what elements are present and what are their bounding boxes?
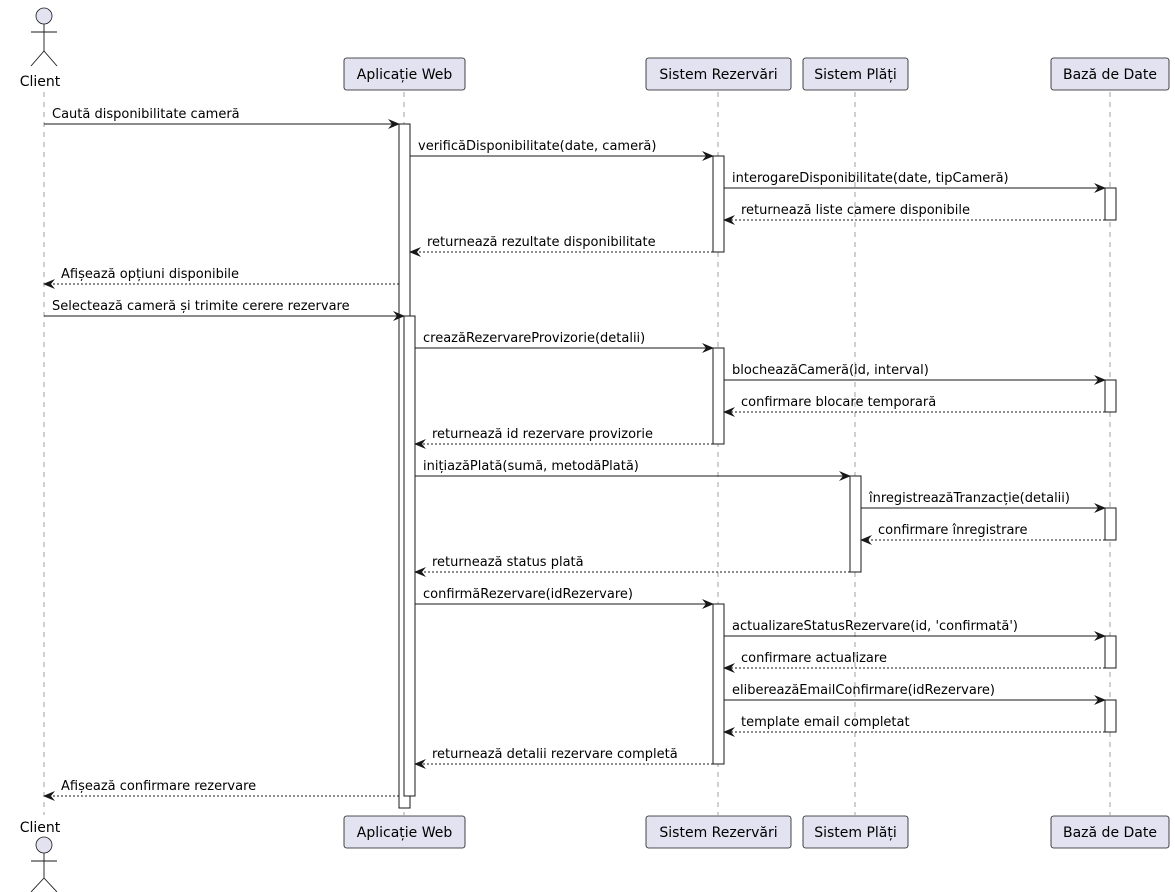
message-7: Selectează cameră și trimite cerere reze… (44, 299, 405, 321)
activation-db-5 (1104, 699, 1117, 733)
activation-rez-1 (712, 155, 725, 253)
message-13: înregistreazăTranzacție(detalii) (861, 491, 1106, 513)
message-label: elibereazăEmailConfirmare(idRezervare) (732, 683, 995, 698)
message-5: returnează rezultate disponibilitate (409, 235, 713, 257)
message-label: Afișează confirmare rezervare (61, 779, 256, 794)
message-14: confirmare înregistrare (860, 523, 1105, 545)
participant-db-top: Bază de Date (1050, 57, 1170, 91)
activation-rez-3 (712, 603, 725, 765)
message-label: returnează id rezervare provizorie (432, 427, 653, 442)
message-label: interogareDisponibilitate(date, tipCamer… (732, 171, 1009, 186)
message-label: returnează rezultate disponibilitate (427, 235, 656, 250)
participant-plati-bottom: Sistem Plăți (802, 815, 909, 849)
actor-label: Client (20, 820, 61, 836)
message-15: returnează status plată (414, 555, 850, 577)
actor-figure-icon (30, 836, 58, 892)
message-9: blocheazăCameră(id, interval) (724, 363, 1106, 385)
actor-figure-icon (30, 7, 58, 67)
message-1: Caută disponibilitate cameră (44, 107, 400, 129)
participant-label: Aplicație Web (357, 67, 453, 83)
message-label: actualizareStatusRezervare(id, 'confirma… (732, 619, 1018, 634)
message-label: inițiazăPlată(sumă, metodăPlată) (423, 459, 639, 474)
activation-db-1 (1104, 187, 1117, 221)
activation-web-inner (403, 315, 416, 797)
message-label: returnează liste camere disponibile (741, 203, 970, 218)
message-20: template email completat (723, 715, 1105, 737)
participant-label: Sistem Plăți (814, 825, 897, 841)
participant-rez-top: Sistem Rezervări (645, 57, 792, 91)
message-label: Caută disponibilitate cameră (52, 107, 240, 122)
actor-client-bottom: Client (20, 820, 61, 892)
participant-web-top: Aplicație Web (343, 57, 466, 91)
message-11: returnează id rezervare provizorie (414, 427, 713, 449)
message-label: template email completat (741, 715, 910, 730)
message-12: inițiazăPlată(sumă, metodăPlată) (415, 459, 851, 481)
message-6: Afișează opțiuni disponibile (43, 267, 399, 289)
activation-db-3 (1104, 507, 1117, 541)
messages: Caută disponibilitate cameră verificăDisp… (43, 107, 1106, 801)
participant-plati-top: Sistem Plăți (802, 57, 909, 91)
message-22: Afișează confirmare rezervare (43, 779, 399, 801)
message-label: confirmăRezervare(idRezervare) (423, 587, 633, 602)
message-10: confirmare blocare temporară (723, 395, 1105, 417)
participant-db-bottom: Bază de Date (1050, 815, 1170, 849)
activation-db-4 (1104, 635, 1117, 669)
message-label: Afișează opțiuni disponibile (61, 267, 239, 282)
participant-web-bottom: Aplicație Web (343, 815, 466, 849)
message-2: verificăDisponibilitate(date, cameră) (410, 139, 714, 161)
message-17: actualizareStatusRezervare(id, 'confirma… (724, 619, 1106, 641)
message-label: returnează detalii rezervare completă (432, 747, 678, 762)
participant-label: Bază de Date (1063, 825, 1157, 841)
message-label: Selectează cameră și trimite cerere reze… (52, 299, 350, 314)
message-4: returnează liste camere disponibile (723, 203, 1105, 225)
activation-bars (398, 123, 1117, 809)
message-label: confirmare actualizare (741, 651, 887, 666)
message-label: confirmare blocare temporară (741, 395, 936, 410)
message-18: confirmare actualizare (723, 651, 1105, 673)
participant-label: Sistem Rezervări (659, 67, 777, 83)
message-label: returnează status plată (432, 555, 584, 570)
message-8: creazăRezervareProvizorie(detalii) (415, 331, 714, 353)
actor-client-top: Client (20, 7, 61, 90)
participant-label: Sistem Plăți (814, 67, 897, 83)
message-label: blocheazăCameră(id, interval) (732, 363, 929, 378)
actor-label: Client (20, 74, 61, 90)
activation-db-2 (1104, 379, 1117, 413)
participant-label: Bază de Date (1063, 67, 1157, 83)
participant-label: Sistem Rezervări (659, 825, 777, 841)
message-21: returnează detalii rezervare completă (414, 747, 713, 769)
message-label: verificăDisponibilitate(date, cameră) (418, 139, 656, 154)
message-label: confirmare înregistrare (878, 523, 1027, 538)
participant-label: Aplicație Web (357, 825, 453, 841)
message-3: interogareDisponibilitate(date, tipCamer… (724, 171, 1106, 193)
activation-rez-2 (712, 347, 725, 445)
activation-plati (849, 475, 862, 573)
message-19: elibereazăEmailConfirmare(idRezervare) (724, 683, 1106, 705)
message-16: confirmăRezervare(idRezervare) (415, 587, 714, 609)
message-label: creazăRezervareProvizorie(detalii) (423, 331, 645, 346)
participant-rez-bottom: Sistem Rezervări (645, 815, 792, 849)
message-label: înregistreazăTranzacție(detalii) (868, 491, 1070, 506)
